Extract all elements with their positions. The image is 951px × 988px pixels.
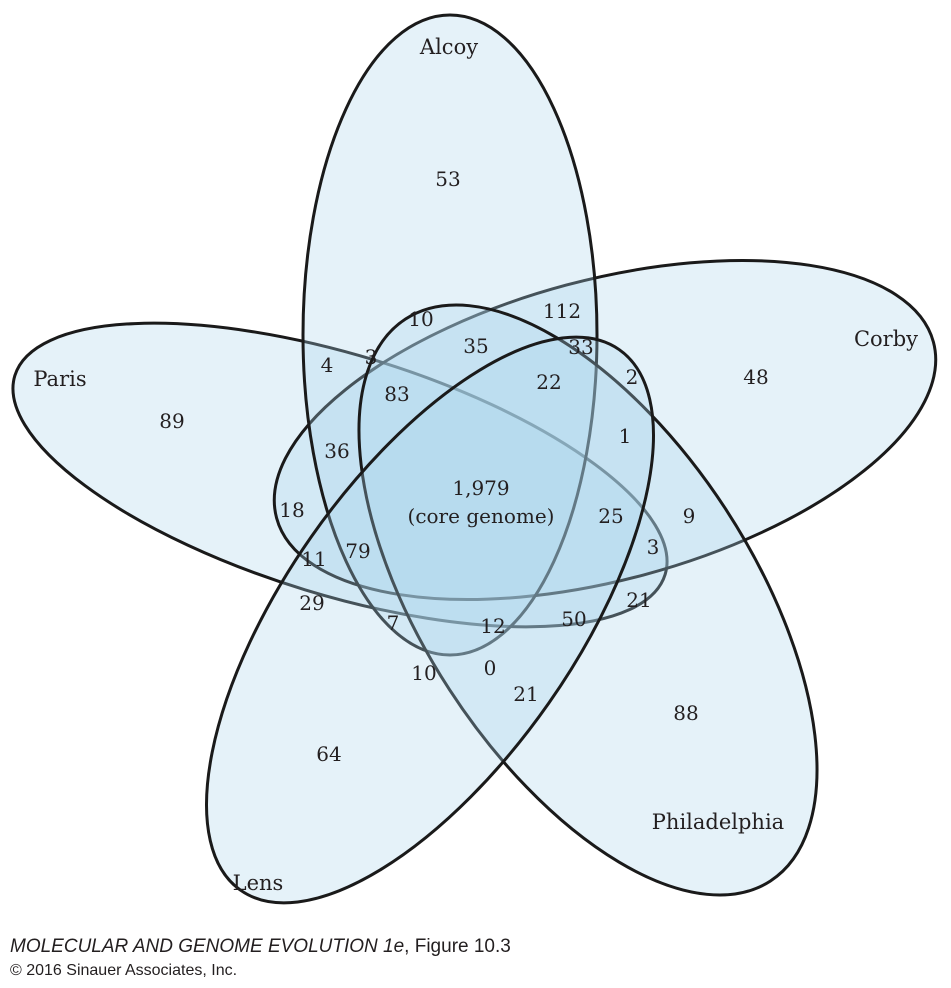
region-count: 36 xyxy=(324,439,349,463)
region-count: 89 xyxy=(159,409,184,433)
ellipse-paris xyxy=(11,321,669,629)
ellipse-lens xyxy=(205,335,655,905)
region-count: 18 xyxy=(279,498,304,522)
region-count: 50 xyxy=(561,607,586,631)
region-count: 10 xyxy=(408,307,433,331)
venn-diagram: Alcoy Corby Paris Philadelphia Lens 1,97… xyxy=(11,13,938,905)
region-count: 83 xyxy=(384,382,409,406)
region-count: 21 xyxy=(626,588,651,612)
region-count: 79 xyxy=(345,539,370,563)
core-count: 1,979 xyxy=(452,476,509,500)
region-count: 48 xyxy=(743,365,768,389)
region-count: 12 xyxy=(480,614,505,638)
region-count: 21 xyxy=(513,682,538,706)
region-count: 25 xyxy=(598,504,623,528)
region-count: 0 xyxy=(484,656,497,680)
ellipse-corby xyxy=(272,258,938,602)
set-label-corby: Corby xyxy=(854,327,918,351)
book-title: MOLECULAR AND GENOME EVOLUTION 1e xyxy=(10,936,405,957)
region-count: 88 xyxy=(673,701,698,725)
region-count: 112 xyxy=(543,299,581,323)
set-label-philadelphia: Philadelphia xyxy=(652,810,784,834)
ellipse-alcoy xyxy=(301,13,599,657)
region-count: 3 xyxy=(365,345,378,369)
figure-ref: Figure 10.3 xyxy=(414,936,511,957)
set-label-alcoy: Alcoy xyxy=(419,35,478,59)
region-count: 22 xyxy=(536,370,561,394)
ellipse-philadelphia xyxy=(357,303,819,897)
copyright-notice: © 2016 Sinauer Associates, Inc. xyxy=(10,962,238,979)
region-count: 1 xyxy=(619,424,632,448)
set-label-lens: Lens xyxy=(233,871,284,895)
region-count: 9 xyxy=(683,504,696,528)
region-count: 4 xyxy=(321,353,334,377)
region-count: 64 xyxy=(316,742,341,766)
figure-caption: MOLECULAR AND GENOME EVOLUTION 1e, Figur… xyxy=(10,936,511,957)
region-count: 33 xyxy=(568,335,593,359)
region-count: 11 xyxy=(301,547,326,571)
region-count: 7 xyxy=(387,611,400,635)
set-label-paris: Paris xyxy=(33,367,86,391)
region-count: 2 xyxy=(626,365,639,389)
region-count: 10 xyxy=(411,661,436,685)
region-count: 29 xyxy=(299,591,324,615)
core-label: (core genome) xyxy=(408,504,555,528)
region-count: 53 xyxy=(435,167,460,191)
region-count: 35 xyxy=(463,334,488,358)
region-count: 3 xyxy=(647,535,660,559)
